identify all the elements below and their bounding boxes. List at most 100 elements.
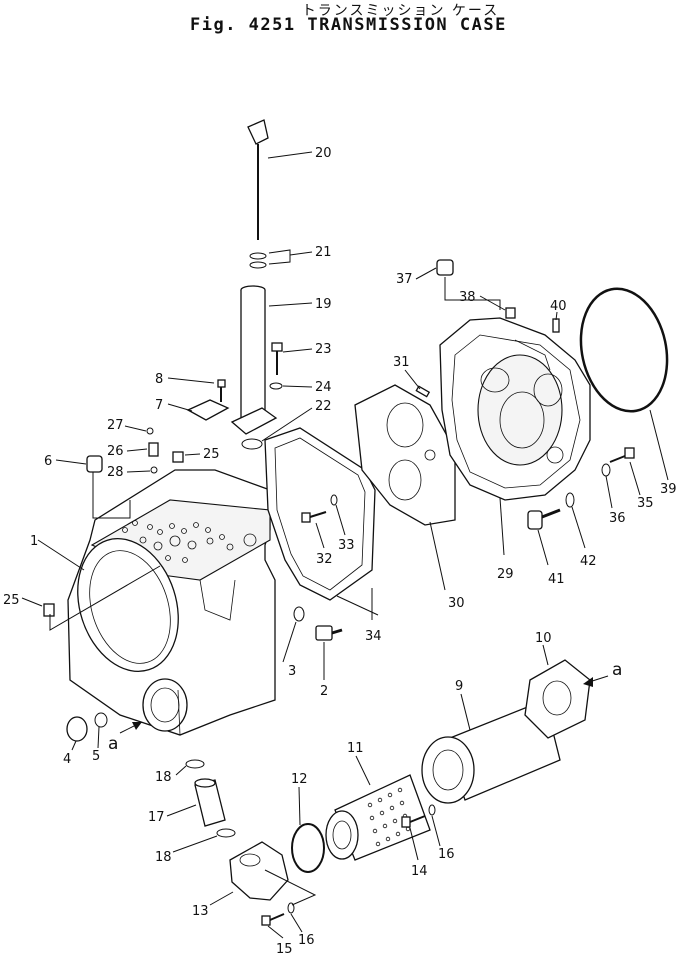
callout-18-upper: 18 bbox=[155, 770, 172, 785]
bolt-32 bbox=[301, 511, 327, 523]
strainer-11 bbox=[325, 774, 431, 861]
callout-2: 2 bbox=[320, 684, 328, 699]
callout-18-lower: 18 bbox=[155, 850, 172, 865]
o-ring-21a bbox=[249, 252, 267, 260]
washer-42 bbox=[565, 492, 575, 508]
callout-29: 29 bbox=[497, 567, 514, 582]
callout-9: 9 bbox=[455, 679, 463, 694]
plate-30 bbox=[354, 384, 456, 526]
title-japanese: トランスミッション ケース bbox=[301, 3, 500, 19]
breather-37 bbox=[436, 259, 454, 276]
title-english: Fig. 4251 TRANSMISSION CASE bbox=[190, 15, 507, 35]
o-ring-22 bbox=[241, 438, 263, 450]
callout-26: 26 bbox=[107, 444, 124, 459]
callout-25-left: 25 bbox=[3, 593, 20, 608]
callout-32: 32 bbox=[316, 552, 333, 567]
bolt-41 bbox=[527, 508, 561, 530]
callout-22: 22 bbox=[315, 399, 332, 414]
callout-23: 23 bbox=[315, 342, 332, 357]
o-ring-39 bbox=[579, 287, 669, 413]
callout-14: 14 bbox=[411, 864, 428, 879]
arrow-a-right bbox=[583, 675, 609, 687]
washer-16-upper bbox=[428, 804, 436, 816]
callout-a-right: a bbox=[612, 660, 622, 680]
callout-25-top: 25 bbox=[203, 447, 220, 462]
washer-3 bbox=[293, 606, 305, 622]
callout-a-left: a bbox=[108, 734, 118, 754]
callout-13: 13 bbox=[192, 904, 209, 919]
callout-17: 17 bbox=[148, 810, 165, 825]
callout-16-lower: 16 bbox=[298, 933, 315, 948]
callout-31: 31 bbox=[393, 355, 410, 370]
washer-16-lower bbox=[287, 902, 295, 914]
callout-39: 39 bbox=[660, 482, 677, 497]
callout-5: 5 bbox=[92, 749, 100, 764]
sleeve-9 bbox=[421, 699, 561, 804]
callout-38: 38 bbox=[459, 290, 476, 305]
plug-25-left bbox=[43, 603, 55, 617]
o-ring-5 bbox=[94, 712, 108, 728]
plug-25-top bbox=[172, 451, 184, 463]
o-ring-21b bbox=[249, 261, 267, 269]
callout-11: 11 bbox=[347, 741, 364, 756]
callout-30: 30 bbox=[448, 596, 465, 611]
cover-10 bbox=[524, 659, 591, 739]
callout-15: 15 bbox=[276, 942, 293, 957]
o-ring-28 bbox=[150, 466, 158, 474]
bolt-2 bbox=[315, 625, 343, 641]
callout-37: 37 bbox=[396, 272, 413, 287]
o-ring-27 bbox=[146, 427, 154, 435]
callout-27: 27 bbox=[107, 418, 124, 433]
arrow-a-left bbox=[119, 721, 143, 734]
bolt-8 bbox=[217, 379, 226, 402]
o-ring-18-lower bbox=[216, 828, 236, 838]
callout-33: 33 bbox=[338, 538, 355, 553]
callout-34: 34 bbox=[365, 629, 382, 644]
filler-tube-19 bbox=[230, 285, 278, 435]
plug-4 bbox=[66, 716, 88, 742]
callout-12: 12 bbox=[291, 772, 308, 787]
callout-21: 21 bbox=[315, 245, 332, 260]
o-ring-18-upper bbox=[185, 759, 205, 769]
bolt-15 bbox=[261, 913, 285, 926]
dipstick-20 bbox=[247, 119, 269, 240]
callout-labels: 1 2 3 4 5 6 7 8 9 10 11 12 13 14 15 16 1… bbox=[3, 146, 677, 957]
callout-36: 36 bbox=[609, 511, 626, 526]
callout-19: 19 bbox=[315, 297, 332, 312]
callout-40: 40 bbox=[550, 299, 567, 314]
bolt-23 bbox=[271, 342, 283, 375]
callout-28: 28 bbox=[107, 465, 124, 480]
pin-31 bbox=[415, 385, 431, 398]
o-ring-12 bbox=[291, 823, 325, 873]
leader-lines bbox=[21, 151, 669, 939]
callout-16-upper: 16 bbox=[438, 847, 455, 862]
callout-1: 1 bbox=[30, 534, 38, 549]
elbow-13 bbox=[229, 841, 289, 901]
callout-42: 42 bbox=[580, 554, 597, 569]
callout-41: 41 bbox=[548, 572, 565, 587]
bolt-35 bbox=[609, 447, 635, 463]
callout-10: 10 bbox=[535, 631, 552, 646]
callout-20: 20 bbox=[315, 146, 332, 161]
plate-7 bbox=[186, 399, 230, 421]
washer-33 bbox=[330, 494, 338, 506]
transmission-case-body bbox=[67, 469, 276, 736]
cover-housing-29 bbox=[439, 317, 591, 501]
washer-36 bbox=[601, 463, 611, 477]
bolt-14 bbox=[401, 815, 426, 828]
callout-6: 6 bbox=[44, 454, 52, 469]
callout-7: 7 bbox=[155, 398, 163, 413]
washer-24 bbox=[269, 382, 283, 390]
callout-35: 35 bbox=[637, 496, 654, 511]
plug-6 bbox=[86, 455, 103, 473]
callout-3: 3 bbox=[288, 664, 296, 679]
plug-26 bbox=[148, 442, 159, 457]
pipe-17 bbox=[194, 778, 226, 827]
pin-40 bbox=[552, 318, 560, 333]
callout-8: 8 bbox=[155, 372, 163, 387]
callout-24: 24 bbox=[315, 380, 332, 395]
callout-4: 4 bbox=[63, 752, 71, 767]
plug-38 bbox=[505, 307, 516, 319]
